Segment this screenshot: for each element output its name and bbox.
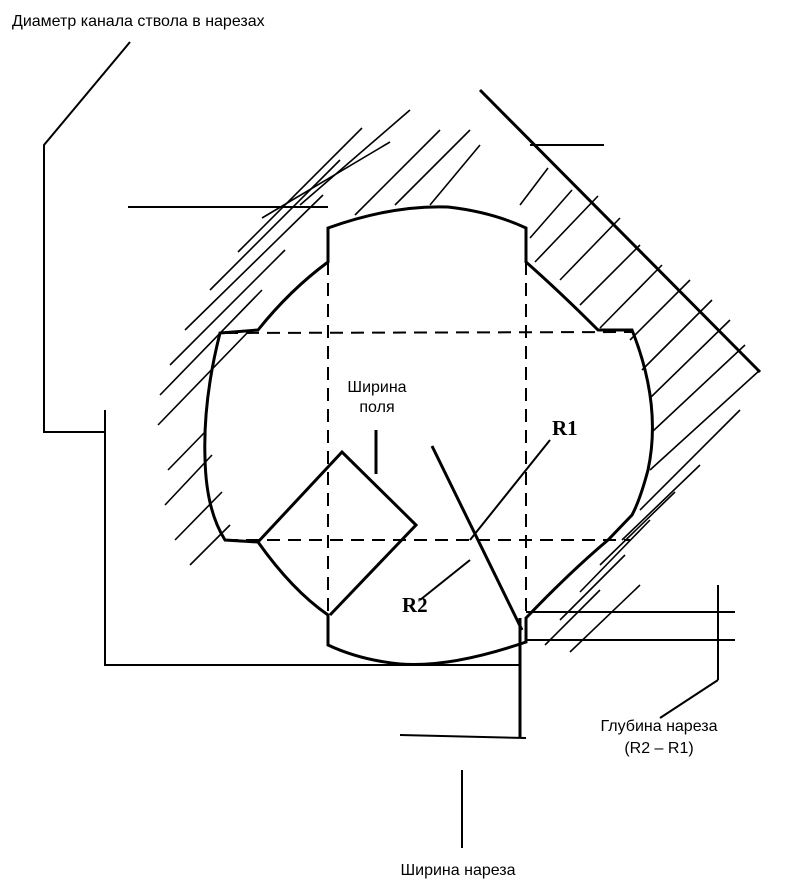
- hatch-right: [519, 167, 761, 653]
- radius-lines: [419, 439, 551, 631]
- dashed-construction-lines: [224, 262, 633, 618]
- bore-profile: [203, 205, 654, 666]
- label-r2: R2: [402, 593, 428, 617]
- label-land-width-line2: поля: [359, 399, 394, 416]
- label-bore-diameter: Диаметр канала ствола в нарезах: [12, 13, 265, 30]
- groove-depth-dimension: [526, 585, 735, 719]
- land-width-marker: [256, 430, 419, 617]
- groove-width-dimension: [399, 618, 527, 848]
- label-groove-depth-line1: Глубина нареза: [601, 718, 718, 735]
- label-groove-width: Ширина нареза: [400, 862, 515, 879]
- barrel-outline: [478, 88, 762, 374]
- bore-diameter-leader: [43, 41, 520, 666]
- hatch-left: [157, 109, 481, 566]
- label-land-width-line1: Ширина: [347, 379, 406, 396]
- label-r1: R1: [552, 416, 578, 440]
- label-groove-depth-line2: (R2 – R1): [624, 740, 693, 757]
